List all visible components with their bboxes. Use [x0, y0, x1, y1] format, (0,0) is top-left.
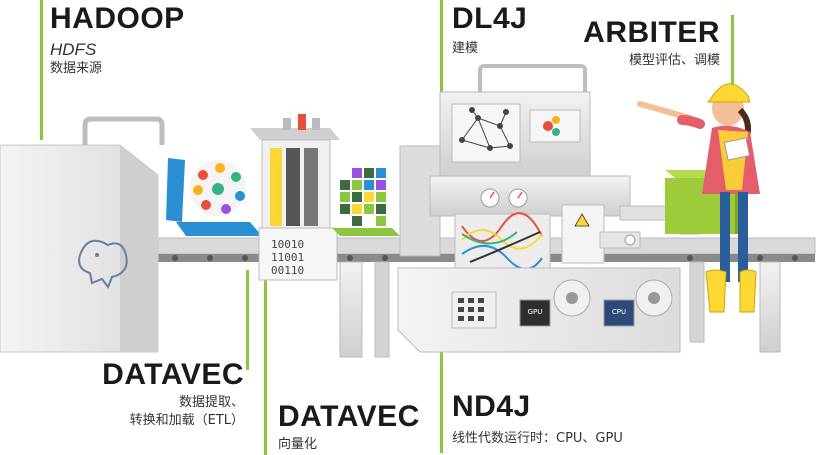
dl4j-description: 建模 [452, 41, 479, 56]
laptop-illustration [166, 158, 262, 236]
datavec-etl-connector-line [246, 270, 249, 370]
dl4j-connector-line [440, 0, 443, 95]
dl4j-title: DL4J [452, 2, 528, 35]
arbiter-description: 模型评估、调模 [628, 53, 720, 68]
cpu-chip-label: CPU [611, 308, 627, 316]
datavec-vec-connector-line [264, 280, 267, 455]
arbiter-connector-line [731, 15, 734, 90]
vector-grid [332, 168, 400, 236]
datavec-etl-description-1: 数据提取、 [178, 395, 244, 410]
dl4j-machine [397, 64, 701, 353]
hadoop-label: HADOOP HDFS 数据来源 [50, 4, 185, 78]
arbiter-title: ARBITER [583, 16, 720, 49]
datavec-vec-label: DATAVEC 向量化 [278, 402, 420, 454]
datavec-etl-label: DATAVEC 数据提取、 转换和加载（ETL） [102, 360, 244, 429]
binary-line: 10010 [271, 238, 305, 251]
nd4j-label: ND4J 线性代数运行时：CPU、GPU [452, 392, 623, 448]
binary-line: 00110 [271, 264, 305, 277]
binary-line: 11001 [271, 251, 305, 264]
hadoop-subtitle: HDFS [50, 40, 97, 59]
nd4j-title: ND4J [452, 390, 531, 423]
nd4j-description: 线性代数运行时：CPU、GPU [452, 431, 623, 446]
binary-box [258, 227, 338, 281]
binary-text: 10010 11001 00110 [271, 238, 304, 277]
gpu-chip-label: GPU [527, 308, 543, 316]
arbiter-label: ARBITER 模型评估、调模 [583, 18, 720, 70]
datavec-vec-description: 向量化 [278, 437, 318, 452]
hadoop-description: 数据来源 [50, 61, 103, 76]
worker-figure [637, 83, 760, 313]
nd4j-connector-line [440, 345, 443, 453]
hadoop-connector-line [40, 0, 43, 140]
datavec-etl-title: DATAVEC [102, 358, 244, 391]
dl4j-label: DL4J 建模 [452, 4, 527, 58]
hadoop-server [0, 116, 165, 353]
datavec-etl-description-2: 转换和加载（ETL） [129, 412, 244, 428]
datavec-vec-title: DATAVEC [278, 400, 420, 433]
hadoop-title: HADOOP [50, 2, 185, 35]
etl-tower [250, 114, 340, 233]
